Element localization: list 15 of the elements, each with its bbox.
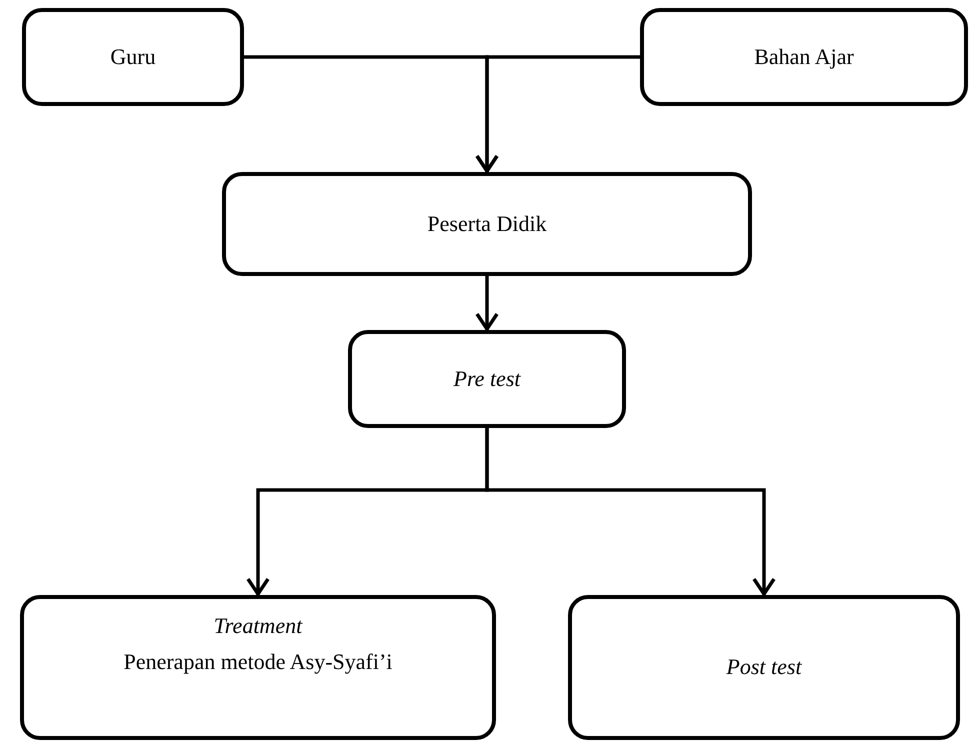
process-box (640, 8, 968, 106)
box-label: Bahan Ajar (754, 44, 854, 70)
box-label: Pre test (454, 366, 520, 392)
process-box (222, 172, 752, 276)
arrow (475, 276, 499, 331)
process-box (20, 595, 496, 740)
process-box (348, 330, 626, 428)
box-label: Penerapan metode Asy-Syafi’i (124, 649, 392, 676)
box-label: Guru (110, 44, 156, 70)
box-label: Peserta Didik (427, 210, 547, 238)
box-label: Treatment (214, 613, 302, 640)
box-label: Post test (726, 654, 802, 681)
process-box (568, 595, 960, 740)
process-box (22, 8, 244, 106)
arrow (475, 55, 640, 173)
